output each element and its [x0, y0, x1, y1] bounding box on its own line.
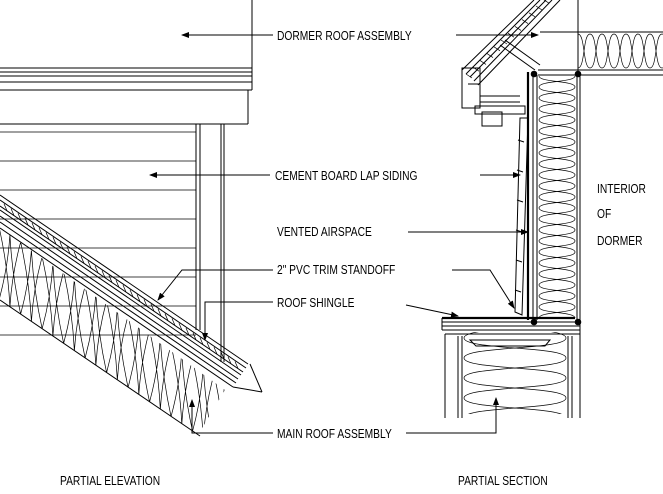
interior-label-line-2: OF [597, 208, 611, 221]
lap-siding [0, 131, 196, 336]
main-roof-insulation [0, 228, 225, 435]
dormer-wall [514, 70, 663, 418]
view-titles: PARTIAL ELEVATION PARTIAL SECTION [60, 475, 548, 488]
callout-labels: DORMER ROOF ASSEMBLY CEMENT BOARD LAP SI… [275, 30, 418, 441]
partial-elevation-view [0, 0, 263, 437]
label-cement-board-lap-siding: CEMENT BOARD LAP SIDING [275, 170, 418, 183]
dormer-fascia [0, 0, 253, 125]
title-partial-section: PARTIAL SECTION [458, 475, 548, 488]
corner-trim [195, 124, 225, 362]
dormer-roof-section [461, 0, 561, 127]
wall-base-and-floor [441, 316, 582, 418]
label-dormer-roof-assembly: DORMER ROOF ASSEMBLY [277, 30, 412, 43]
title-partial-elevation: PARTIAL ELEVATION [60, 475, 160, 488]
interior-label-line-1: INTERIOR [597, 183, 646, 196]
dormer-ceiling-insulation [538, 0, 663, 76]
label-pvc-trim-standoff: 2" PVC TRIM STANDOFF [277, 264, 395, 277]
callout-leaders [149, 32, 539, 434]
label-main-roof-assembly: MAIN ROOF ASSEMBLY [277, 428, 392, 441]
label-roof-shingle: ROOF SHINGLE [277, 297, 355, 310]
interior-of-dormer-label: INTERIOR OF DORMER [597, 183, 646, 248]
label-vented-airspace: VENTED AIRSPACE [277, 226, 372, 239]
interior-label-line-3: DORMER [597, 235, 643, 248]
partial-section-view [441, 0, 663, 418]
